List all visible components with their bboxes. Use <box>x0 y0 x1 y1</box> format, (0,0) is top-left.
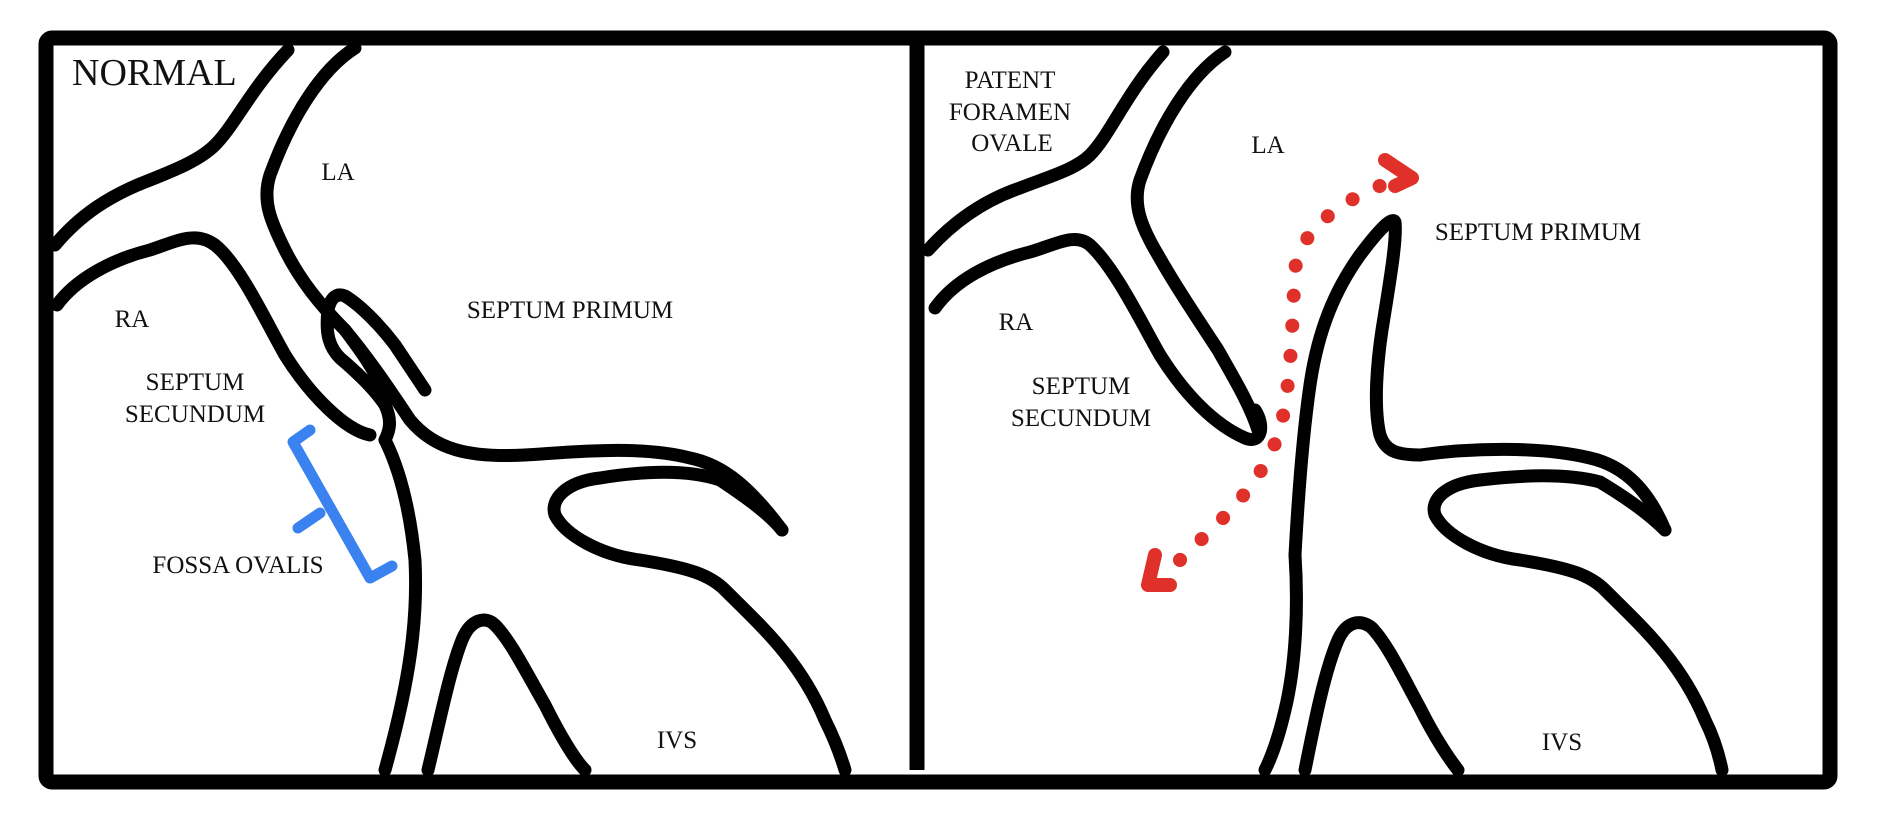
right-label-septum-secundum-1: SEPTUM <box>1032 373 1131 400</box>
left-label-la: LA <box>321 159 354 186</box>
left-label-ra: RA <box>115 306 150 333</box>
left-septum-primum-inner <box>378 433 423 777</box>
right-atrial-wall-upper <box>921 45 1170 257</box>
right-atrial-wall-lower <box>928 232 1268 446</box>
left-septum-primum-contour <box>338 323 789 537</box>
right-septum-secundum-wall <box>1130 45 1265 437</box>
right-septum-primum-flap <box>1288 214 1427 562</box>
right-title-line-2: FORAMEN <box>949 99 1071 126</box>
right-panel: PATENT FORAMEN OVALE LA RA SEPTUM PRIMUM… <box>921 45 1729 777</box>
right-title-line-3: OVALE <box>971 130 1052 157</box>
right-ivs-hump <box>1298 616 1465 777</box>
shunt-arrow-head-top <box>1378 153 1419 193</box>
left-panel-title: NORMAL <box>72 52 237 94</box>
left-atrial-wall-upper <box>48 43 295 252</box>
right-label-septum-secundum-2: SECUNDUM <box>1011 405 1151 432</box>
outer-frame <box>38 30 1838 790</box>
right-ventricle-loop <box>1427 469 1729 777</box>
shunt-arrow-path <box>1173 173 1402 567</box>
right-septum-primum-contour <box>1413 442 1672 537</box>
left-label-septum-secundum-2: SECUNDUM <box>125 401 265 428</box>
fossa-ovalis-bracket-tick <box>292 507 326 534</box>
right-title-line-1: PATENT <box>965 67 1056 94</box>
left-panel: NORMAL LA RA SEPTUM PRIMUM SEPTUM SECUND… <box>48 41 852 777</box>
left-ventricle-loop <box>547 465 852 777</box>
right-label-la: LA <box>1251 132 1284 159</box>
left-atrial-wall-lower <box>50 231 377 442</box>
left-label-fossa-ovalis: FOSSA OVALIS <box>152 552 323 579</box>
left-ivs-hump <box>421 613 592 777</box>
left-label-ivs: IVS <box>657 727 697 754</box>
right-label-septum-primum: SEPTUM PRIMUM <box>1435 219 1641 246</box>
left-label-septum-secundum-1: SEPTUM <box>146 369 245 396</box>
right-label-ivs: IVS <box>1542 729 1582 756</box>
right-label-ra: RA <box>999 309 1034 336</box>
fossa-ovalis-bracket <box>287 424 398 584</box>
left-secundum-tip <box>320 288 432 447</box>
left-label-septum-primum: SEPTUM PRIMUM <box>467 297 673 324</box>
shunt-arrow-head-bottom <box>1141 548 1177 592</box>
right-septum-primum-inner <box>1258 548 1303 777</box>
